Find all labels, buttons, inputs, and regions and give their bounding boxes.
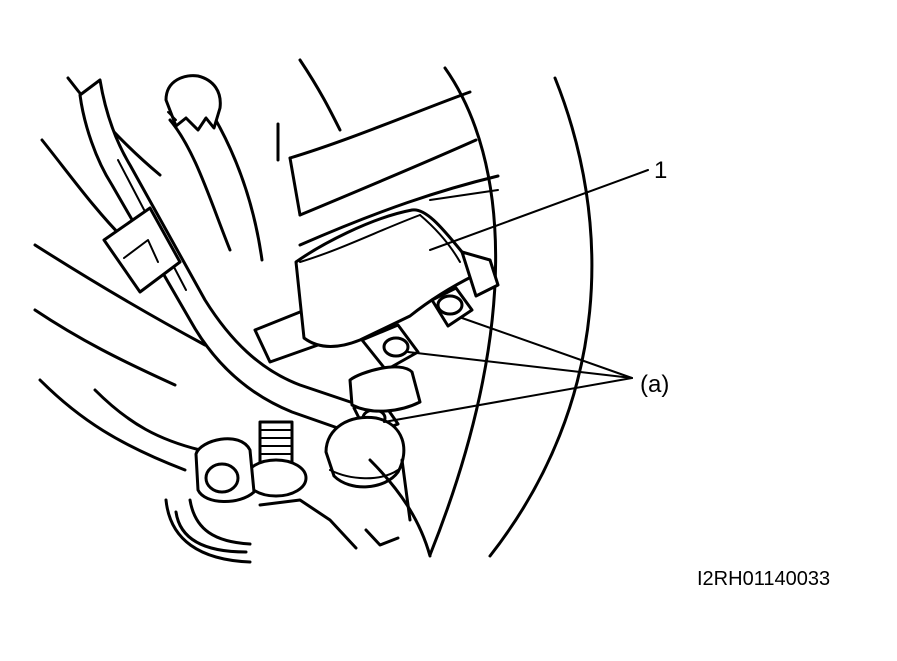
leader-line-a-middle — [407, 351, 633, 379]
bolt-upper — [430, 286, 474, 328]
mounting-bracket — [324, 365, 422, 489]
callout-label-a: (a) — [640, 371, 669, 398]
bolt-middle — [360, 323, 420, 372]
leader-lines — [383, 169, 649, 423]
leader-line-a-lower — [383, 377, 633, 423]
figure-code: I2RH01140033 — [697, 568, 830, 590]
lower-knuckle — [164, 458, 432, 564]
wheel-well-arcs — [428, 66, 594, 558]
dust-cap — [164, 74, 222, 132]
body-panel — [276, 58, 500, 247]
leader-line-a-upper — [461, 317, 633, 379]
sensor-unit — [294, 208, 500, 348]
leader-line-1 — [429, 169, 649, 251]
strut-stud — [194, 420, 308, 503]
suspension-structure — [33, 76, 264, 472]
callout-label-1: 1 — [654, 157, 667, 184]
